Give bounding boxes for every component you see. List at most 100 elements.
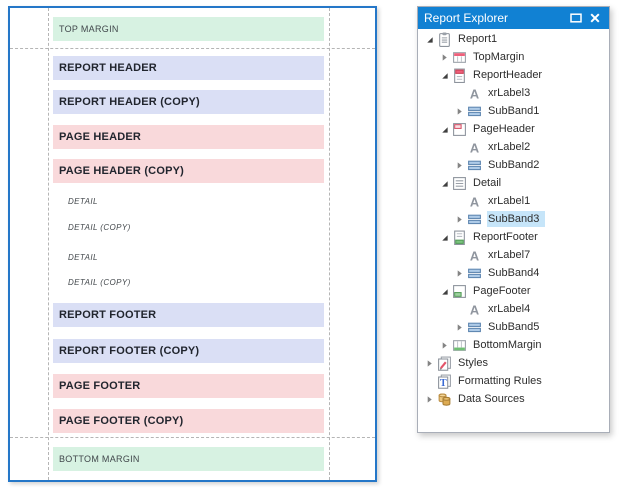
tree-item-content[interactable]: BottomMargin	[450, 337, 549, 354]
tree-item-xrlabel1: xrLabel1	[418, 192, 609, 210]
tree-item-label: ReportFooter	[473, 231, 538, 243]
tree-item-pagefooter: PageFooter	[418, 282, 609, 300]
tree-item-formatting-rules: Formatting Rules	[418, 372, 609, 390]
expander-open-icon[interactable]	[438, 177, 450, 189]
tree-item-label: Report1	[458, 33, 498, 45]
band-report-header[interactable]: REPORT HEADER	[53, 56, 324, 80]
tree-item-content[interactable]: xrLabel7	[465, 247, 538, 264]
report-design-surface[interactable]: TOP MARGIN REPORT HEADER REPORT HEADER (…	[8, 6, 377, 482]
tree-item-label: xrLabel3	[488, 87, 531, 99]
tree-item-content[interactable]: SubBand4	[465, 265, 547, 282]
expander-open-icon[interactable]	[438, 231, 450, 243]
band-detail-copy-2[interactable]: DETAIL (COPY)	[68, 278, 131, 287]
tree-item-subband1: SubBand1	[418, 102, 609, 120]
tree-item-content[interactable]: SubBand3	[465, 211, 547, 228]
tree-item-label: xrLabel2	[488, 141, 531, 153]
tree-item-label: PageHeader	[473, 123, 535, 135]
expander-open-icon[interactable]	[438, 69, 450, 81]
tree-item-data-sources: Data Sources	[418, 390, 609, 408]
tree-item-styles: Styles	[418, 354, 609, 372]
expander-closed-icon[interactable]	[453, 267, 465, 279]
band-top-margin[interactable]: TOP MARGIN	[53, 17, 324, 41]
tree-item-content[interactable]: PageFooter	[450, 283, 538, 300]
data-sources-icon	[437, 392, 452, 407]
band-report-header-copy[interactable]: REPORT HEADER (COPY)	[53, 90, 324, 114]
tree-item-label-selected: SubBand3	[487, 211, 546, 227]
expander-closed-icon[interactable]	[423, 393, 435, 405]
tree-item-content[interactable]: ReportFooter	[450, 229, 546, 246]
expander-open-icon[interactable]	[438, 123, 450, 135]
tree-item-content[interactable]: xrLabel2	[465, 139, 538, 156]
tree-item-content[interactable]: Formatting Rules	[435, 373, 550, 390]
tree-item-content[interactable]: TopMargin	[450, 49, 532, 66]
band-page-footer[interactable]: PAGE FOOTER	[53, 374, 324, 398]
tree-item-content[interactable]: SubBand2	[465, 157, 547, 174]
tree-item-xrlabel7: xrLabel7	[418, 246, 609, 264]
expander-closed-icon[interactable]	[438, 51, 450, 63]
tree-item-subband2: SubBand2	[418, 156, 609, 174]
subband-icon	[467, 320, 482, 335]
formatting-rules-icon	[437, 374, 452, 389]
expander-closed-icon[interactable]	[453, 321, 465, 333]
band-detail[interactable]: DETAIL	[68, 197, 98, 206]
label-icon	[467, 248, 482, 263]
expander-spacer	[453, 303, 465, 315]
tree-item-content[interactable]: SubBand1	[465, 103, 547, 120]
tree-item-content[interactable]: Styles	[435, 355, 496, 372]
band-bottom-margin[interactable]: BOTTOM MARGIN	[53, 447, 324, 471]
tree-item-content[interactable]: xrLabel4	[465, 301, 538, 318]
band-detail-copy[interactable]: DETAIL (COPY)	[68, 223, 131, 232]
top-margin-guide	[10, 48, 375, 49]
close-button[interactable]	[587, 10, 603, 26]
tree-item-content[interactable]: ReportHeader	[450, 67, 550, 84]
panel-title-bar: Report Explorer	[418, 7, 609, 29]
tree-item-content[interactable]: Detail	[450, 175, 509, 192]
tree-item-reportfooter: ReportFooter	[418, 228, 609, 246]
band-detail-2[interactable]: DETAIL	[68, 253, 98, 262]
tree-item-content[interactable]: Data Sources	[435, 391, 533, 408]
tree-item-content[interactable]: PageHeader	[450, 121, 543, 138]
expander-spacer	[453, 87, 465, 99]
tree-item-content[interactable]: xrLabel1	[465, 193, 538, 210]
expander-spacer	[453, 249, 465, 261]
expander-closed-icon[interactable]	[453, 213, 465, 225]
tree-item-content[interactable]: xrLabel3	[465, 85, 538, 102]
expander-closed-icon[interactable]	[438, 339, 450, 351]
tree-item-label: xrLabel1	[488, 195, 531, 207]
band-page-header-copy[interactable]: PAGE HEADER (COPY)	[53, 159, 324, 183]
tree-item-subband4: SubBand4	[418, 264, 609, 282]
tree-item-subband3-selected: SubBand3	[418, 210, 609, 228]
page-header-icon	[452, 122, 467, 137]
expander-open-icon[interactable]	[423, 33, 435, 45]
band-page-header[interactable]: PAGE HEADER	[53, 125, 324, 149]
left-margin-guide	[48, 8, 49, 480]
maximize-icon	[570, 13, 582, 23]
page-footer-icon	[452, 284, 467, 299]
band-page-footer-copy[interactable]: PAGE FOOTER (COPY)	[53, 409, 324, 433]
bottom-margin-guide	[10, 437, 375, 438]
subband-icon	[467, 104, 482, 119]
subband-icon	[467, 266, 482, 281]
tree-item-label: xrLabel4	[488, 303, 531, 315]
band-report-footer-copy[interactable]: REPORT FOOTER (COPY)	[53, 339, 324, 363]
tree-item-bottommargin: BottomMargin	[418, 336, 609, 354]
maximize-button[interactable]	[568, 10, 584, 26]
tree-item-content[interactable]: Report1	[435, 31, 505, 48]
expander-closed-icon[interactable]	[453, 105, 465, 117]
tree-item-xrlabel4: xrLabel4	[418, 300, 609, 318]
expander-spacer	[453, 141, 465, 153]
expander-open-icon[interactable]	[438, 285, 450, 297]
tree-item-label: SubBand5	[488, 321, 540, 333]
tree-item-content[interactable]: SubBand5	[465, 319, 547, 336]
tree-item-subband5: SubBand5	[418, 318, 609, 336]
tree-item-label: TopMargin	[473, 51, 525, 63]
tree-item-label: SubBand1	[488, 105, 540, 117]
band-report-footer[interactable]: REPORT FOOTER	[53, 303, 324, 327]
detail-icon	[452, 176, 467, 191]
expander-closed-icon[interactable]	[423, 357, 435, 369]
tree-item-label: Formatting Rules	[458, 375, 542, 387]
tree-item-label: SubBand2	[488, 159, 540, 171]
tree-item-xrlabel2: xrLabel2	[418, 138, 609, 156]
expander-closed-icon[interactable]	[453, 159, 465, 171]
tree-item-xrlabel3: xrLabel3	[418, 84, 609, 102]
